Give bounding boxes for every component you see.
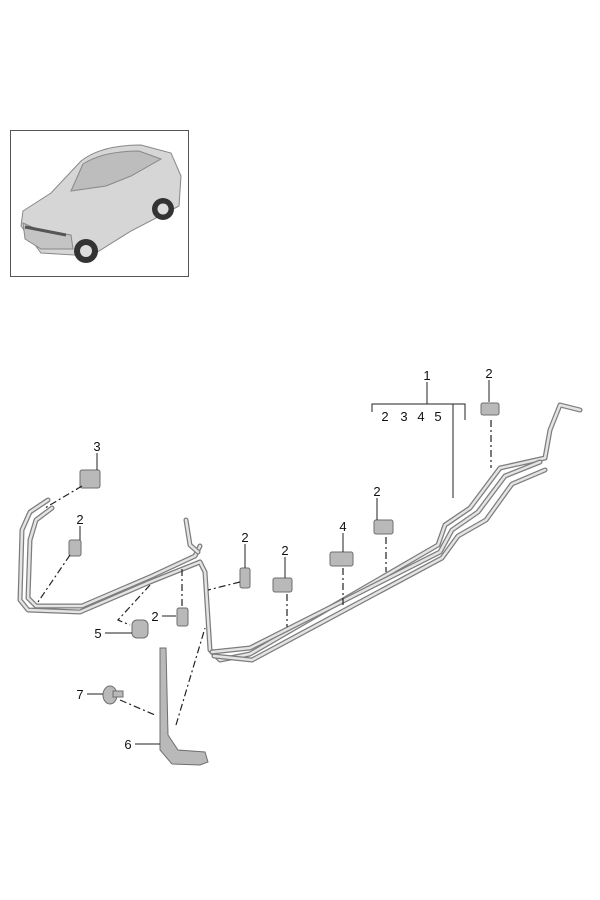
callout-1-sub: 3 (400, 409, 407, 424)
brake-fuel-lines (17, 402, 583, 663)
callout-1-sub: 2 (381, 409, 388, 424)
bracket-part-6 (159, 647, 209, 766)
callout-7: 7 (76, 687, 83, 702)
leader-lines (37, 380, 492, 745)
clip-part (239, 567, 251, 589)
clip-part (480, 402, 500, 416)
callout-5: 5 (94, 626, 101, 641)
callout-1-sub: 5 (434, 409, 441, 424)
callout-2: 2 (485, 366, 492, 381)
screw-shank (112, 690, 124, 698)
callout-2: 2 (373, 484, 380, 499)
callout-2: 2 (281, 543, 288, 558)
callout-6: 6 (124, 737, 131, 752)
clamp-part-3 (79, 469, 101, 489)
callout-2: 2 (151, 609, 158, 624)
grommet-part-5 (131, 619, 149, 639)
clip-part (272, 577, 293, 593)
callout-2: 2 (76, 512, 83, 527)
callout-1: 1 (423, 368, 430, 383)
callout-4: 4 (339, 519, 346, 534)
clip-part (373, 519, 394, 535)
callout-1-sub: 4 (417, 409, 424, 424)
car-illustration (20, 144, 182, 263)
vehicle-thumbnail (10, 130, 189, 277)
callout-3: 3 (93, 439, 100, 454)
callout-2: 2 (241, 530, 248, 545)
clip-part (176, 607, 189, 627)
clip-part (68, 539, 82, 557)
clamp-part-4 (329, 551, 354, 567)
